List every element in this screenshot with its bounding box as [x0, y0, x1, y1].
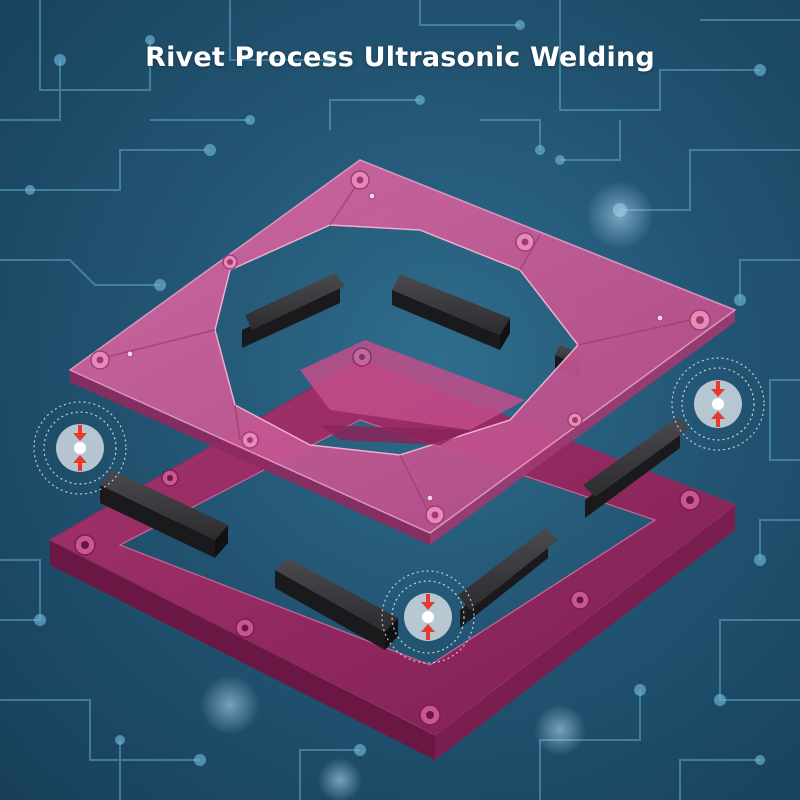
press-up-arrow-icon	[421, 624, 435, 640]
magnet-bar	[392, 274, 510, 350]
magnet-bar	[275, 558, 398, 650]
upper-housing-frame	[68, 159, 737, 545]
background-glows	[200, 181, 654, 800]
magnet-bars	[100, 273, 690, 650]
lower-housing-frame	[48, 359, 737, 760]
magnet-bar	[583, 417, 690, 518]
circuit-nodes	[25, 20, 766, 766]
weld-point-icon	[33, 401, 127, 495]
page-title: Rivet Process Ultrasonic Welding	[145, 42, 655, 73]
press-down-arrow-icon	[73, 425, 87, 441]
magnet-bar	[242, 273, 345, 348]
press-up-arrow-icon	[711, 411, 725, 427]
magnet-bar	[458, 528, 558, 628]
magnet-bar	[100, 470, 228, 558]
press-down-arrow-icon	[711, 381, 725, 397]
inner-lower-wall	[300, 340, 525, 445]
weld-point-icon	[381, 570, 475, 664]
weld-point-icon	[671, 357, 765, 451]
press-up-arrow-icon	[73, 455, 87, 471]
press-down-arrow-icon	[421, 594, 435, 610]
